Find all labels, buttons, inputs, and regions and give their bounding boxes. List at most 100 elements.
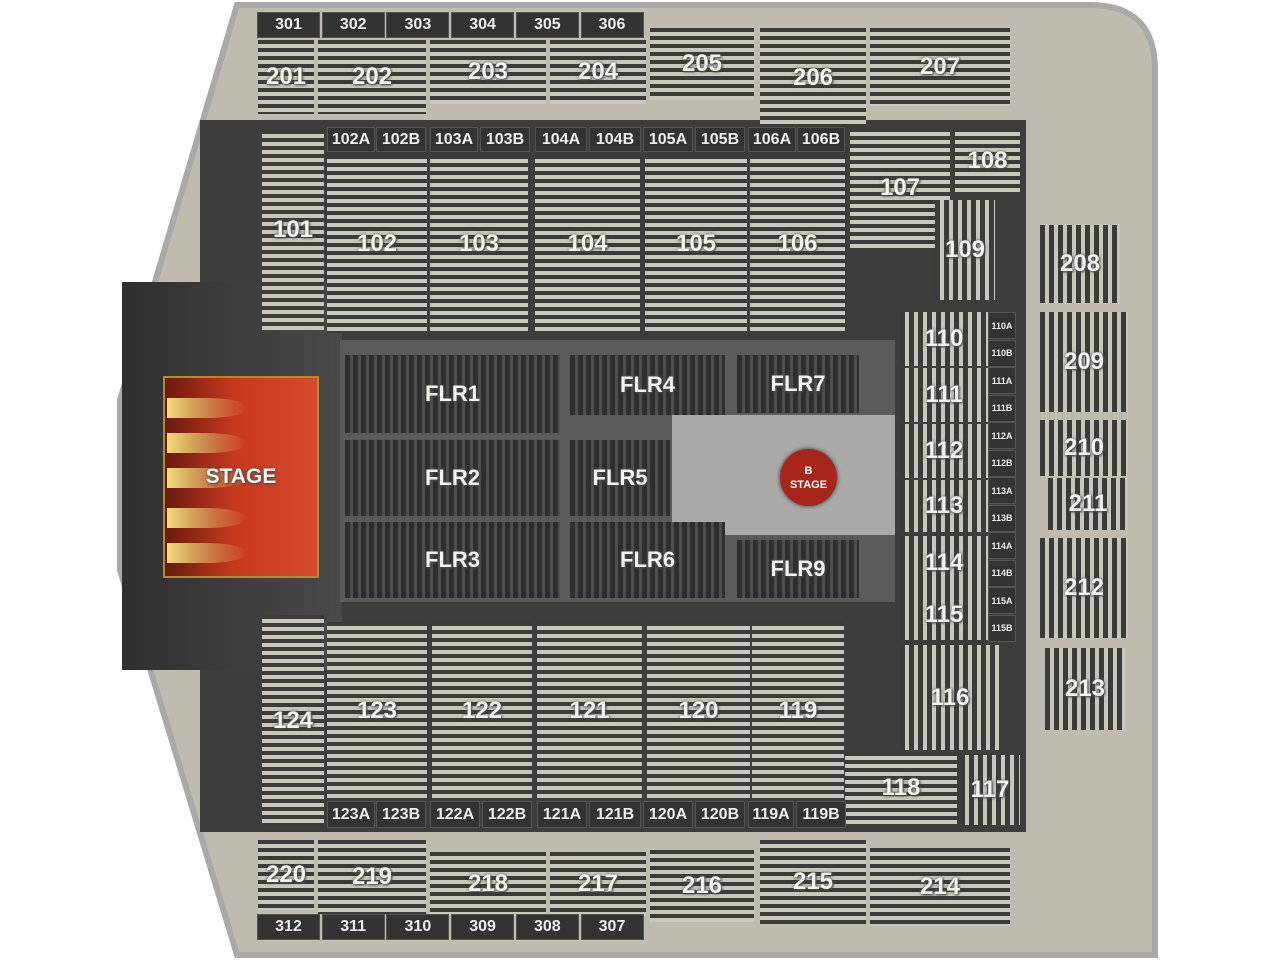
section-100[interactable]: 111	[900, 368, 988, 422]
section-100[interactable]: 121	[537, 622, 642, 800]
section-100[interactable]: 112	[900, 424, 988, 478]
sub-section[interactable]: 106A	[748, 127, 796, 152]
sub-section[interactable]: 115B	[988, 614, 1016, 642]
floor-section[interactable]: FLR1	[345, 355, 560, 433]
b-stage[interactable]: B STAGE	[780, 449, 837, 506]
sub-section[interactable]: 120B	[695, 801, 745, 828]
section-200[interactable]: 204	[550, 40, 646, 104]
sub-section[interactable]: 105B	[695, 127, 745, 152]
sub-section[interactable]: 106B	[797, 127, 845, 152]
section-100[interactable]: 123	[327, 622, 427, 800]
sub-section[interactable]: 119B	[796, 801, 846, 828]
section-200[interactable]: 215	[760, 840, 866, 924]
sub-section[interactable]: 103A	[430, 127, 478, 152]
section-200[interactable]: 216	[650, 850, 754, 922]
main-stage[interactable]: STAGE	[163, 376, 319, 578]
section-200[interactable]: 210	[1040, 420, 1128, 476]
section-100[interactable]: 118	[845, 752, 957, 824]
section-300[interactable]: 307	[580, 914, 644, 940]
section-100[interactable]: 122	[432, 622, 532, 800]
sub-section[interactable]: 110B	[988, 339, 1016, 367]
floor-section[interactable]: FLR6	[570, 522, 725, 598]
section-300[interactable]: 303	[386, 12, 450, 38]
sub-section[interactable]: 111A	[988, 367, 1016, 394]
sub-section[interactable]: 104A	[535, 127, 587, 152]
sub-section[interactable]: 113A	[988, 477, 1016, 504]
section-200[interactable]: 211	[1048, 478, 1128, 530]
section-100[interactable]: 105	[645, 155, 747, 333]
sub-section[interactable]: 114A	[988, 532, 1016, 559]
section-100[interactable]: 116	[900, 645, 1000, 750]
sub-section[interactable]: 102B	[376, 127, 426, 152]
sub-section[interactable]: 123A	[327, 801, 375, 828]
section-300-label: 307	[598, 918, 626, 935]
section-200[interactable]: 220	[258, 840, 314, 910]
section-200[interactable]: 201	[258, 40, 314, 114]
sub-section[interactable]: 102A	[327, 127, 375, 152]
section-100[interactable]: 103	[430, 155, 528, 333]
section-100[interactable]: 102	[327, 155, 427, 333]
section-100[interactable]: 108	[955, 128, 1020, 193]
floor-section[interactable]: FLR3	[345, 522, 560, 598]
section-100[interactable]: 110	[900, 312, 988, 366]
section-200[interactable]: 208	[1040, 225, 1120, 303]
section-200[interactable]: 218	[430, 852, 546, 916]
section-300[interactable]: 305	[515, 12, 579, 38]
sub-section[interactable]: 114B	[988, 559, 1016, 587]
sub-section[interactable]: 104B	[589, 127, 641, 152]
section-300[interactable]: 312	[257, 914, 320, 940]
floor-section[interactable]: FLR9	[737, 540, 859, 598]
sub-section[interactable]: 120A	[643, 801, 693, 828]
sub-section[interactable]: 112B	[988, 449, 1016, 477]
section-200[interactable]: 212	[1040, 538, 1128, 638]
section-100[interactable]: 104	[535, 155, 640, 333]
section-100[interactable]: 124	[262, 615, 324, 827]
sub-section[interactable]: 122B	[482, 801, 532, 828]
section-200[interactable]: 205	[650, 28, 754, 100]
section-200[interactable]: 213	[1045, 648, 1125, 730]
sub-section[interactable]: 103B	[480, 127, 530, 152]
sub-section[interactable]: 119A	[748, 801, 794, 828]
section-300[interactable]: 309	[451, 914, 515, 940]
sub-section[interactable]: 121B	[589, 801, 641, 828]
section-300[interactable]: 304	[451, 12, 515, 38]
section-200[interactable]: 203	[430, 40, 546, 104]
section-200[interactable]: 207	[870, 28, 1010, 106]
sub-section-label: 114B	[991, 568, 1013, 578]
section-100[interactable]: 107	[850, 128, 950, 248]
section-300[interactable]: 302	[321, 12, 385, 38]
section-100[interactable]: 117	[960, 755, 1020, 825]
sub-section[interactable]: 121A	[537, 801, 587, 828]
sub-section[interactable]: 113B	[988, 504, 1016, 532]
section-100[interactable]: 119	[752, 622, 844, 800]
sub-section[interactable]: 115A	[988, 587, 1016, 614]
section-200[interactable]: 206	[760, 28, 866, 128]
section-100[interactable]: 109	[935, 200, 995, 300]
floor-section[interactable]: FLR4	[570, 355, 725, 415]
section-300[interactable]: 301	[257, 12, 320, 38]
section-100[interactable]: 106	[750, 155, 845, 333]
section-100[interactable]: 120	[647, 622, 750, 800]
section-300[interactable]: 306	[580, 12, 644, 38]
sub-section[interactable]: 123B	[376, 801, 426, 828]
section-100[interactable]: 101	[262, 130, 324, 330]
sub-section[interactable]: 110A	[988, 312, 1016, 339]
section-300[interactable]: 310	[386, 914, 450, 940]
section-100[interactable]: 115	[900, 590, 988, 640]
section-200[interactable]: 217	[550, 852, 646, 916]
sub-section[interactable]: 105A	[643, 127, 693, 152]
section-300[interactable]: 311	[321, 914, 385, 940]
section-100[interactable]: 114	[900, 536, 988, 590]
section-300[interactable]: 308	[515, 914, 579, 940]
floor-section[interactable]: FLR7	[737, 355, 859, 413]
section-200[interactable]: 209	[1040, 312, 1128, 412]
section-200[interactable]: 214	[870, 848, 1010, 926]
floor-section[interactable]: FLR2	[345, 440, 560, 516]
section-100[interactable]: 113	[900, 480, 988, 532]
section-200[interactable]: 202	[318, 40, 426, 114]
sub-section[interactable]: 111B	[988, 394, 1016, 422]
sub-section[interactable]: 122A	[430, 801, 480, 828]
sub-section[interactable]: 112A	[988, 422, 1016, 449]
floor-section[interactable]: FLR5	[570, 440, 670, 516]
section-200[interactable]: 219	[318, 840, 426, 914]
